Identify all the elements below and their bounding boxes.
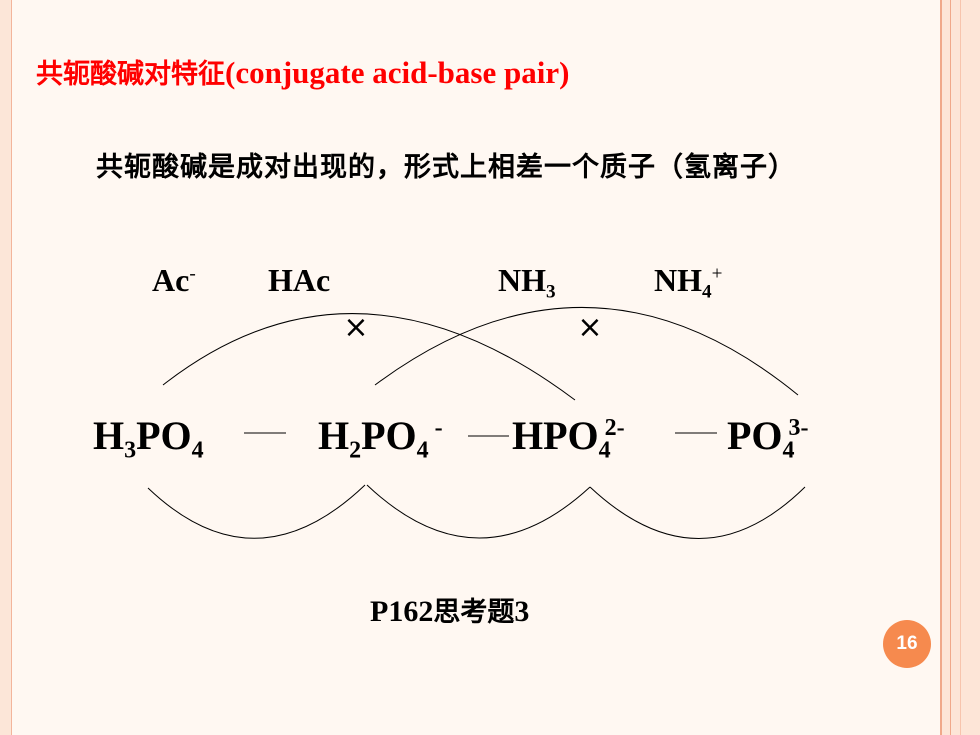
title-english: (conjugate acid-base pair) [225, 55, 570, 90]
page-number-badge: 16 [883, 620, 931, 668]
species-h2po4: H2PO4- [318, 413, 443, 464]
upper-arc-left [162, 313, 576, 401]
lower-arc-2 [366, 484, 591, 539]
species-po4: PO43- [727, 413, 809, 464]
species-acetate: Ac- [152, 262, 196, 298]
cross-mark-1: × [343, 310, 368, 345]
right-border-band [940, 0, 980, 735]
cross-mark-2: × [577, 310, 602, 345]
species-acetic-acid: HAc [268, 262, 331, 298]
species-ammonium: NH4+ [654, 262, 723, 303]
lower-arc-3 [589, 486, 806, 539]
lower-arc-1 [147, 484, 366, 539]
slide-title: 共轭酸碱对特征(conjugate acid-base pair) [36, 52, 569, 91]
reference-note: P162思考题3 [370, 595, 530, 628]
left-border-band [0, 0, 12, 735]
species-hpo4: HPO42- [512, 413, 625, 464]
title-chinese: 共轭酸碱对特征 [36, 59, 225, 90]
upper-arc-right [374, 306, 799, 396]
species-h3po4: H3PO4 [93, 413, 204, 464]
species-ammonia: NH3 [498, 262, 556, 303]
slide-subtitle: 共轭酸碱是成对出现的，形式上相差一个质子（氢离子） [96, 152, 796, 183]
left-border-line [11, 0, 12, 735]
